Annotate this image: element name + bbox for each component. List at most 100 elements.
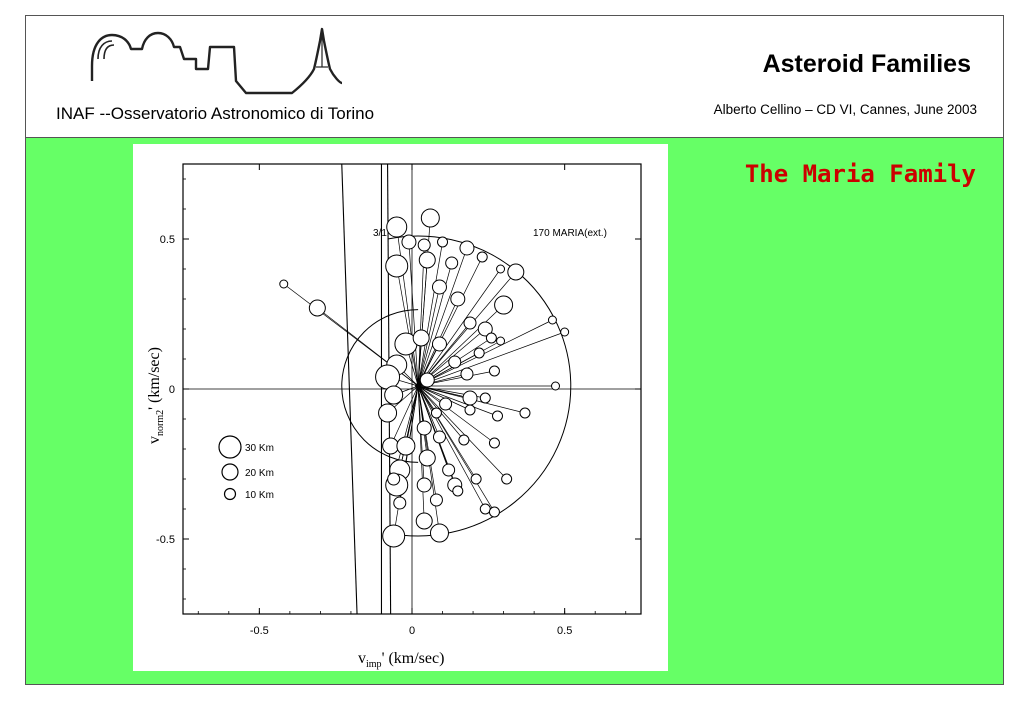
x-axis-tick-label: 0.5 bbox=[557, 625, 572, 637]
member-point bbox=[477, 321, 493, 337]
member-point bbox=[430, 407, 442, 419]
y-axis-tick-label: 0.5 bbox=[160, 234, 175, 246]
member-point bbox=[519, 407, 531, 419]
velocity-scatter-chart: -0.5 0 0.5 0.5 0 -0.5 3/1 170 MARIA(ext.) vim… bbox=[146, 163, 642, 670]
member-point bbox=[501, 473, 513, 485]
member-connector-line bbox=[396, 265, 419, 387]
member-point bbox=[494, 295, 514, 315]
member-point bbox=[463, 316, 477, 330]
family-label: 170 MARIA(ext.) bbox=[533, 228, 607, 239]
member-point bbox=[412, 329, 430, 347]
member-connector-line bbox=[417, 304, 504, 387]
member-connector-line bbox=[417, 244, 425, 387]
legend-circle-20km bbox=[221, 463, 239, 481]
member-point bbox=[462, 390, 478, 406]
family-center-point bbox=[415, 383, 422, 389]
y-axis-tick-label: 0 bbox=[169, 384, 175, 396]
legend-circle-30km bbox=[218, 435, 242, 459]
organization-name: INAF --Osservatorio Astronomico di Torin… bbox=[56, 104, 375, 123]
member-connector-line bbox=[417, 385, 507, 480]
member-point bbox=[452, 485, 464, 497]
member-point bbox=[429, 523, 449, 543]
member-point bbox=[387, 472, 401, 486]
member-point bbox=[279, 279, 289, 289]
legend-label-20km: 20 Km bbox=[245, 468, 274, 479]
member-connector-line bbox=[417, 331, 565, 387]
member-point bbox=[479, 503, 491, 515]
member-point bbox=[473, 347, 485, 359]
member-connector-line bbox=[417, 247, 468, 387]
member-connector-line bbox=[417, 385, 498, 417]
member-point bbox=[419, 372, 435, 388]
y-axis-label: vnorm2' (km/sec) bbox=[146, 347, 166, 444]
member-point bbox=[488, 365, 500, 377]
legend-label-10km: 10 Km bbox=[245, 490, 274, 501]
member-point bbox=[401, 234, 417, 250]
member-point bbox=[439, 397, 453, 411]
observatory-logo bbox=[90, 27, 343, 95]
member-point bbox=[551, 381, 561, 391]
legend-label-30km: 30 Km bbox=[245, 443, 274, 454]
member-point bbox=[437, 236, 449, 248]
member-point bbox=[418, 251, 436, 269]
member-point bbox=[382, 437, 400, 455]
member-point bbox=[507, 263, 525, 281]
member-point bbox=[459, 240, 475, 256]
member-point bbox=[382, 524, 406, 548]
member-connector-line bbox=[417, 385, 495, 444]
page-title: Asteroid Families bbox=[762, 50, 971, 78]
member-point bbox=[464, 404, 476, 416]
x-axis-label: vimp' (km/sec) bbox=[358, 650, 444, 670]
member-connector-line bbox=[417, 319, 553, 387]
member-point bbox=[416, 420, 432, 436]
member-point bbox=[416, 477, 432, 493]
member-connector-line bbox=[417, 385, 486, 510]
member-point bbox=[476, 251, 488, 263]
member-point bbox=[450, 291, 466, 307]
member-point bbox=[442, 463, 456, 477]
slide-frame: INAF --Osservatorio Astronomico di Torin… bbox=[25, 15, 1004, 685]
slide-subtitle: The Maria Family bbox=[744, 160, 976, 188]
member-point bbox=[420, 208, 440, 228]
x-axis-tick-label: 0 bbox=[409, 625, 415, 637]
member-point bbox=[485, 332, 497, 344]
member-point bbox=[488, 506, 500, 518]
member-connector-line bbox=[408, 241, 419, 387]
member-point bbox=[479, 392, 491, 404]
slide-header: INAF --Osservatorio Astronomico di Torin… bbox=[26, 16, 1003, 138]
member-point bbox=[415, 512, 433, 530]
member-point bbox=[375, 364, 401, 390]
member-point bbox=[491, 410, 503, 422]
member-point bbox=[460, 367, 474, 381]
member-point bbox=[308, 299, 326, 317]
member-point bbox=[418, 449, 436, 467]
member-point bbox=[496, 264, 506, 274]
member-point bbox=[547, 315, 557, 325]
member-connector-line bbox=[417, 241, 443, 387]
member-connector-line bbox=[417, 385, 495, 513]
y-axis-tick-label: -0.5 bbox=[156, 534, 175, 546]
member-connector-line bbox=[396, 226, 419, 387]
member-point bbox=[429, 493, 443, 507]
member-point bbox=[396, 436, 416, 456]
member-point bbox=[488, 437, 500, 449]
member-point bbox=[385, 254, 409, 278]
member-point bbox=[386, 216, 408, 238]
member-connector-line bbox=[393, 385, 419, 537]
member-point bbox=[470, 473, 482, 485]
member-connector-line bbox=[417, 268, 501, 387]
legend-circle-10km bbox=[223, 487, 237, 501]
member-point bbox=[458, 434, 470, 446]
member-connector-line bbox=[390, 385, 419, 447]
x-axis-tick-label: -0.5 bbox=[250, 625, 269, 637]
member-point bbox=[417, 238, 431, 252]
member-point bbox=[445, 256, 459, 270]
member-point bbox=[431, 279, 447, 295]
member-point bbox=[448, 355, 462, 369]
small-envelope-arc bbox=[341, 309, 419, 463]
member-connector-line bbox=[417, 271, 517, 387]
resonance-label: 3/1 bbox=[373, 228, 387, 239]
slide-body: The Maria Family -0.5 0 0.5 0.5 0 -0.5 3/1 17… bbox=[26, 138, 1003, 684]
member-point bbox=[378, 403, 398, 423]
member-point bbox=[393, 496, 407, 510]
